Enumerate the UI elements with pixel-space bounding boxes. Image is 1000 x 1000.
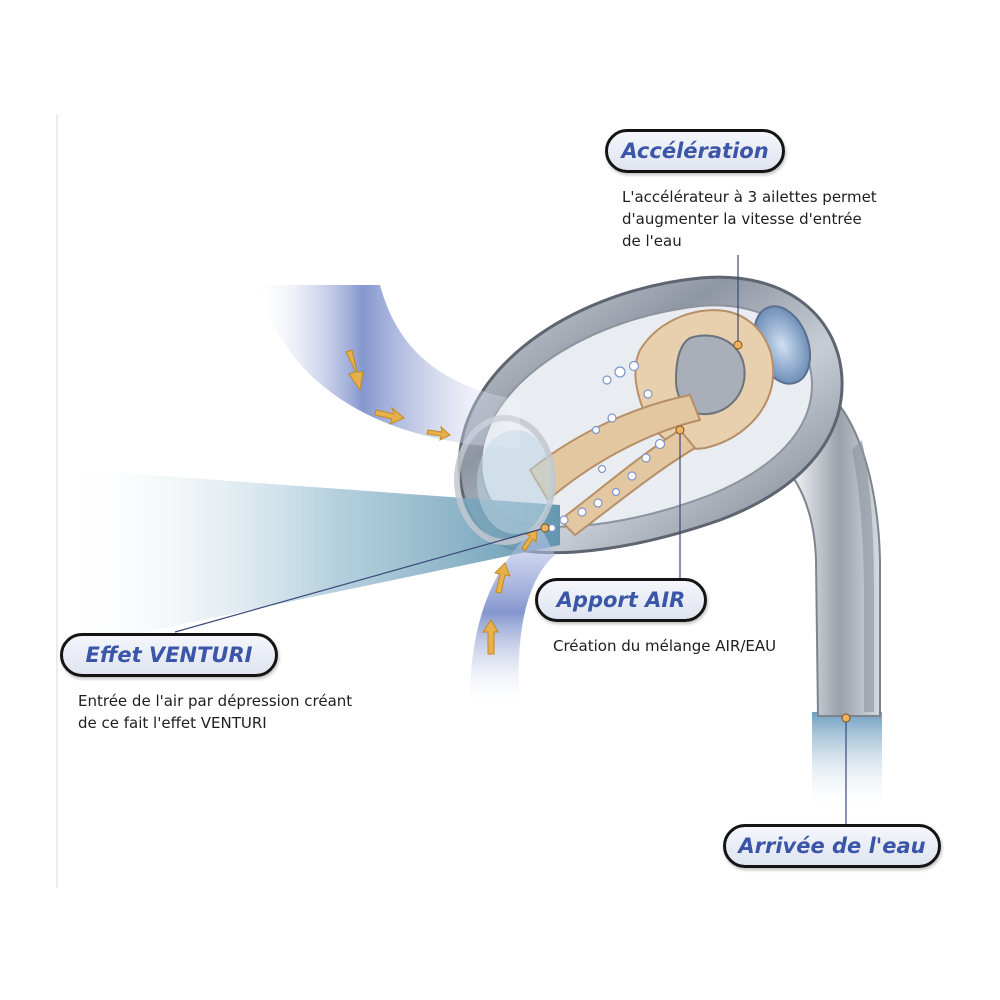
effet-venturi-desc-line-2: de ce fait l'effet VENTURI [78, 714, 267, 732]
acceleration-description: L'accélérateur à 3 ailettes permet d'aug… [622, 186, 877, 252]
callout-lines [174, 255, 847, 828]
effet-venturi-description: Entrée de l'air par dépression créant de… [78, 690, 352, 734]
apport-air-desc-line-1: Création du mélange AIR/EAU [553, 637, 777, 655]
arrivee-eau-label: Arrivée de l'eau [723, 824, 941, 868]
air-flow-arrows [345, 349, 538, 655]
effet-venturi-label: Effet VENTURI [60, 633, 278, 677]
acceleration-desc-line-3: de l'eau [622, 232, 682, 250]
venturi-jet-cone [60, 470, 560, 650]
internal-channel [528, 393, 702, 502]
pipe-shade [852, 440, 874, 712]
acceleration-desc-line-1: L'accélérateur à 3 ailettes permet [622, 188, 877, 206]
effet-venturi-desc-line-1: Entrée de l'air par dépression créant [78, 692, 353, 710]
water-inlet-stream [812, 712, 882, 807]
arrow-4 [482, 619, 499, 655]
air-channel [558, 428, 697, 537]
arrow-2 [374, 406, 405, 425]
acceleration-desc-line-2: d'augmenter la vitesse d'entrée [622, 210, 862, 228]
callout-venturi [174, 527, 546, 633]
acceleration-label: Accélération [605, 129, 785, 173]
arrow-5 [493, 562, 511, 594]
lower-air-stream [470, 525, 555, 700]
arrow-1 [345, 349, 364, 392]
upper-air-stream [258, 285, 520, 448]
apport-air-description: Création du mélange AIR/EAU [553, 635, 776, 657]
arrow-3 [426, 425, 451, 441]
callout-dots [540, 340, 851, 723]
arrow-6 [521, 529, 538, 552]
nozzle-mouth-inner [477, 430, 553, 534]
apport-air-label: Apport AIR [535, 578, 707, 622]
